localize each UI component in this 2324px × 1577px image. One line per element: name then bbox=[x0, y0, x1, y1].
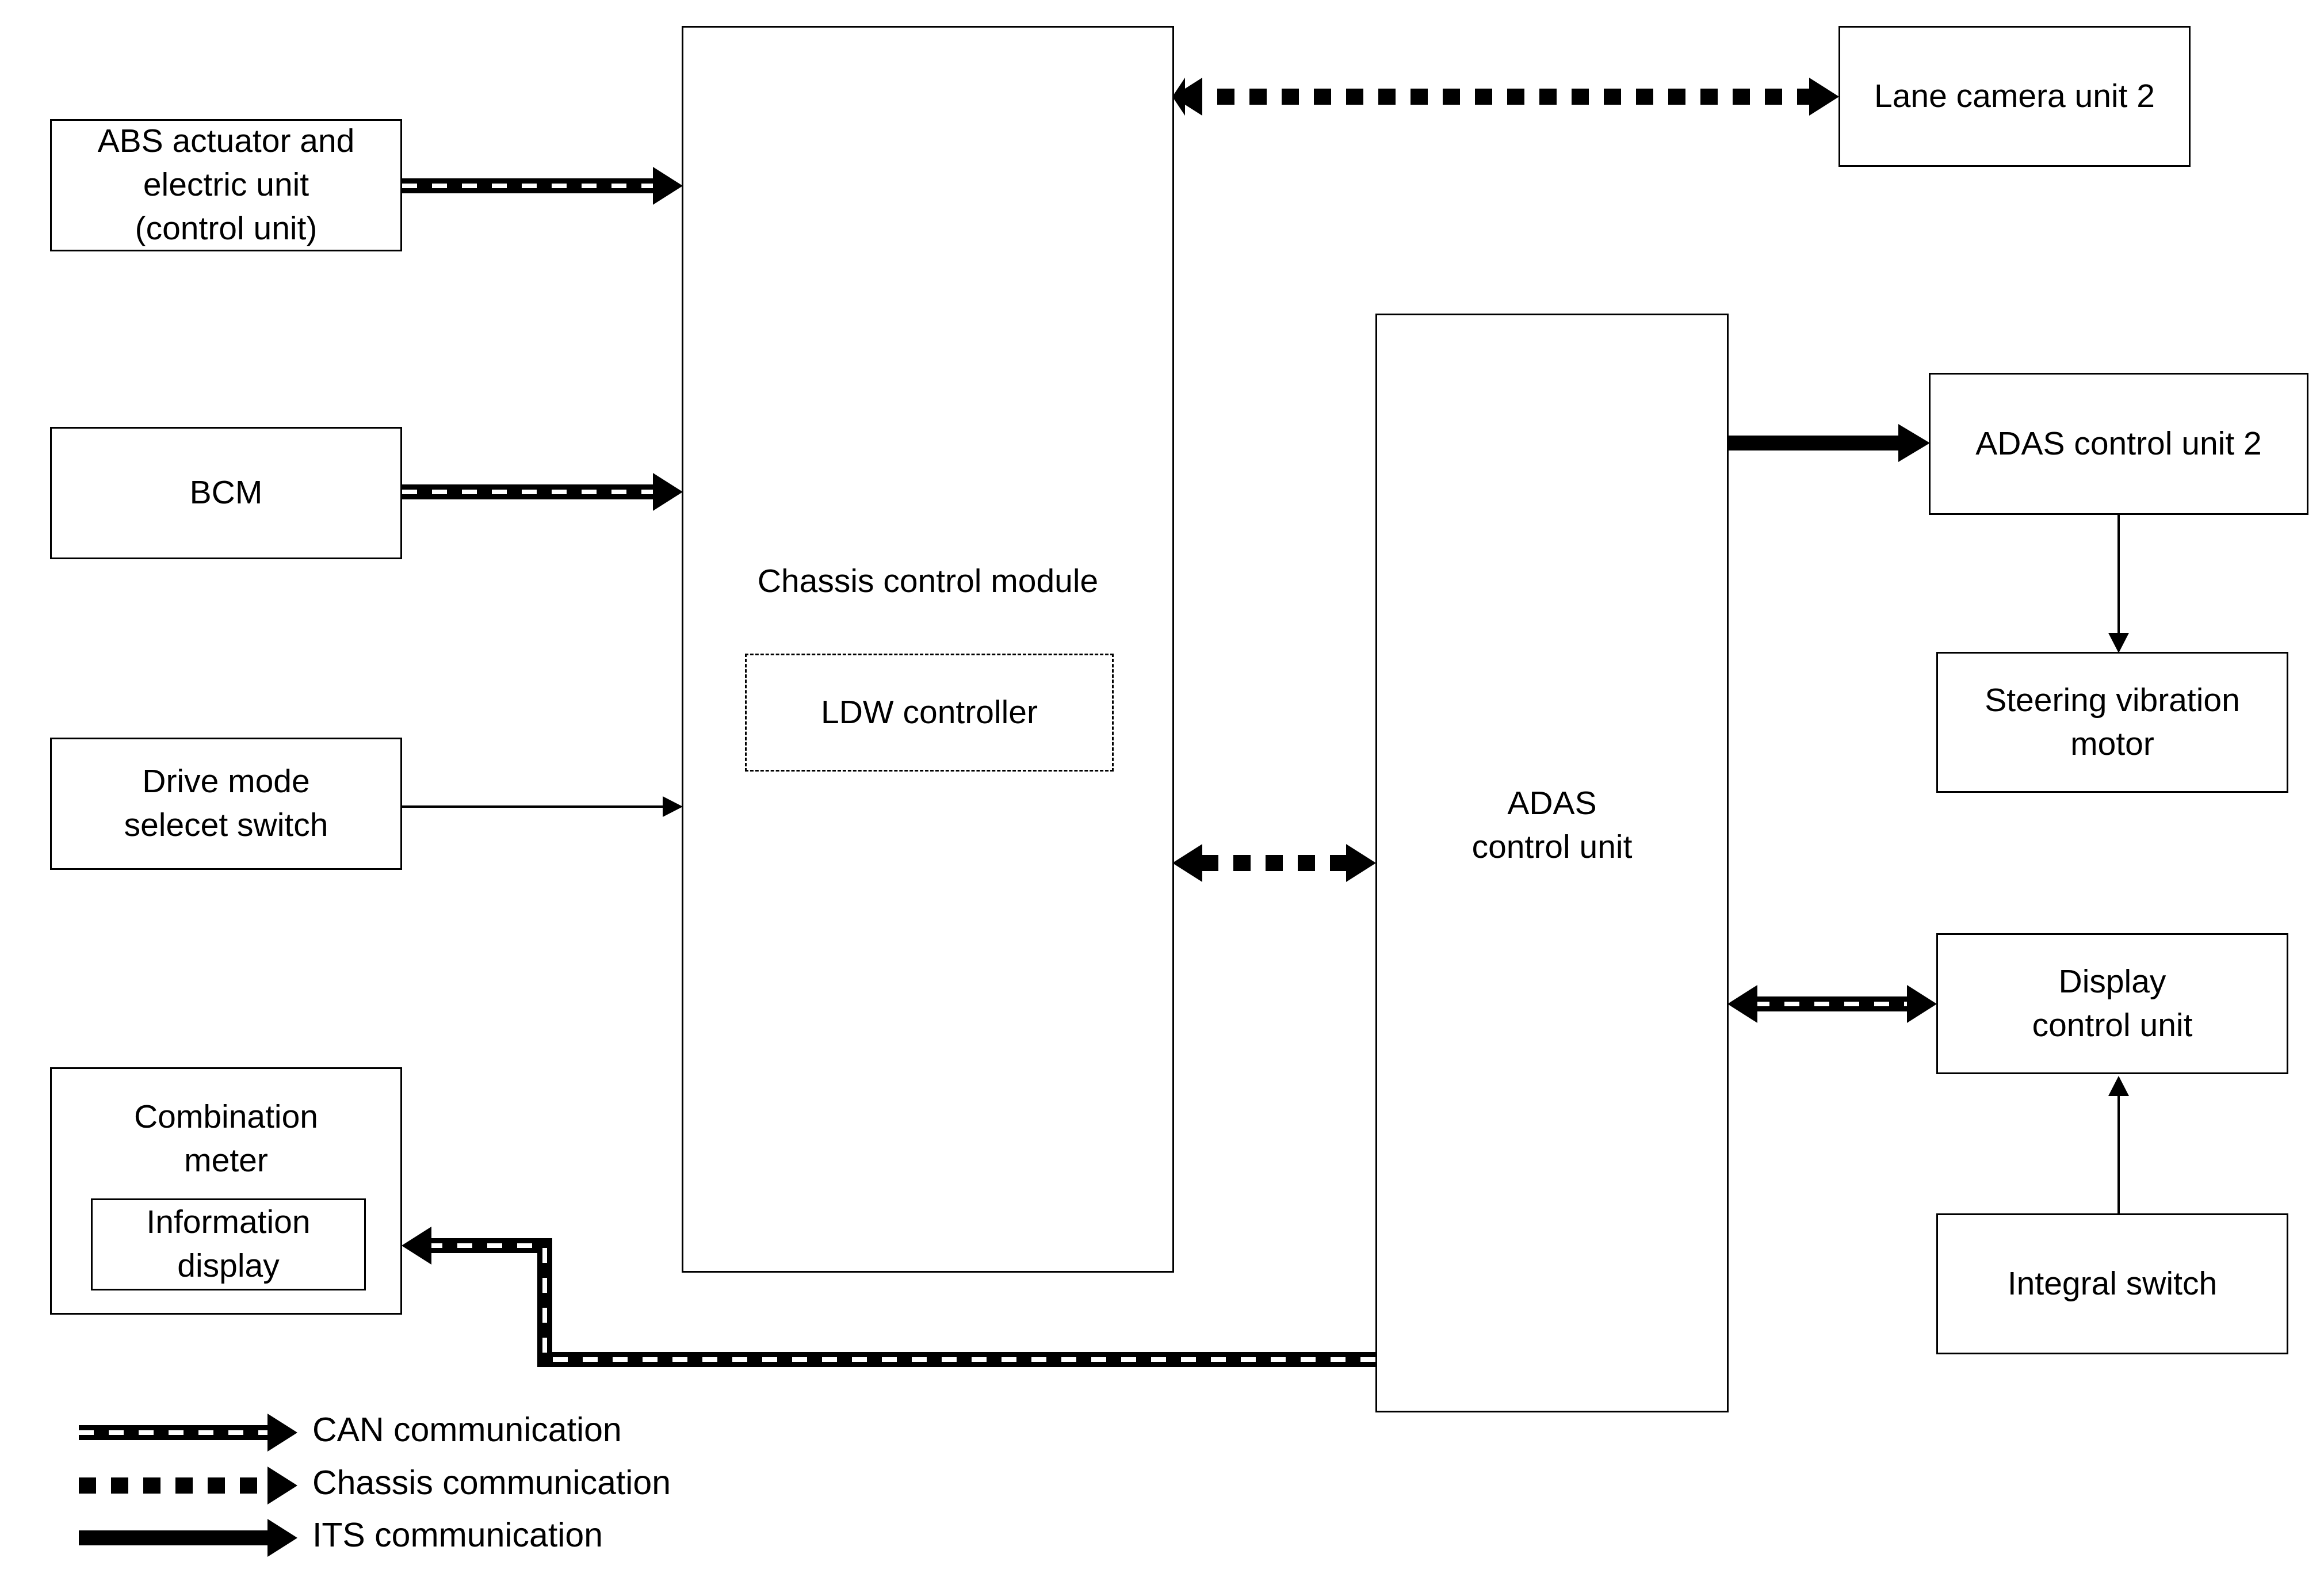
can-line-bcm-to-chassis bbox=[402, 473, 683, 511]
can-line-abs-to-chassis bbox=[402, 167, 683, 205]
signal-line-drive-mode-to-chassis bbox=[402, 796, 683, 817]
chassis-line-ccm-to-lane-camera bbox=[1172, 78, 1839, 116]
can-line-adas-to-combination-meter bbox=[402, 1227, 1375, 1367]
steering-vibration-motor-box: Steering vibration motor bbox=[1936, 652, 2288, 793]
integral-switch-box: Integral switch bbox=[1936, 1213, 2288, 1354]
adas-control-unit-box: ADAS control unit bbox=[1375, 314, 1729, 1412]
adas-control-unit-label: ADAS control unit bbox=[1471, 785, 1633, 865]
information-display-box: Information display bbox=[91, 1198, 366, 1290]
adas-control-unit-2-box: ADAS control unit 2 bbox=[1929, 373, 2308, 515]
combination-meter-label: Combination meter bbox=[133, 1098, 318, 1179]
chassis-control-module-box: Chassis control module LDW controller bbox=[682, 26, 1174, 1273]
information-display-label: Information display bbox=[146, 1204, 311, 1284]
chassis-control-module-label: Chassis control module bbox=[757, 563, 1099, 600]
legend-chassis-label: Chassis communication bbox=[312, 1464, 671, 1502]
ldw-controller-label: LDW controller bbox=[821, 693, 1038, 731]
lane-camera-unit-label: Lane camera unit 2 bbox=[1874, 77, 2155, 114]
bcm-box: BCM bbox=[50, 427, 402, 559]
legend-its-label: ITS communication bbox=[312, 1516, 603, 1554]
signal-line-integral-to-display bbox=[2108, 1076, 2129, 1215]
drive-mode-switch-label: Drive mode selecet switch bbox=[124, 763, 328, 843]
can-line-adas-to-display bbox=[1727, 985, 1937, 1023]
adas-control-unit-2-label: ADAS control unit 2 bbox=[1975, 425, 2262, 462]
chassis-line-ccm-to-adas bbox=[1172, 844, 1376, 882]
ldw-controller-box: LDW controller bbox=[745, 654, 1114, 772]
legend-can-label: CAN communication bbox=[312, 1411, 622, 1449]
bcm-label: BCM bbox=[189, 474, 263, 511]
signal-line-adas2-to-steering bbox=[2108, 515, 2129, 653]
its-line-adas-to-adas2 bbox=[1727, 424, 1930, 462]
combination-meter-box: Combination meter Information display bbox=[50, 1067, 402, 1315]
drive-mode-switch-box: Drive mode selecet switch bbox=[50, 738, 402, 870]
legend-its-arrow bbox=[79, 1519, 297, 1557]
integral-switch-label: Integral switch bbox=[2007, 1265, 2218, 1302]
abs-actuator-label: ABS actuator and electric unit (control … bbox=[97, 123, 355, 247]
legend-can-arrow bbox=[79, 1414, 297, 1452]
abs-actuator-box: ABS actuator and electric unit (control … bbox=[50, 119, 402, 251]
steering-vibration-motor-label: Steering vibration motor bbox=[1985, 681, 2240, 762]
lane-camera-unit-box: Lane camera unit 2 bbox=[1838, 26, 2191, 167]
legend-chassis-arrow bbox=[79, 1467, 297, 1505]
display-control-unit-box: Display control unit bbox=[1936, 933, 2288, 1074]
display-control-unit-label: Display control unit bbox=[2032, 963, 2193, 1044]
